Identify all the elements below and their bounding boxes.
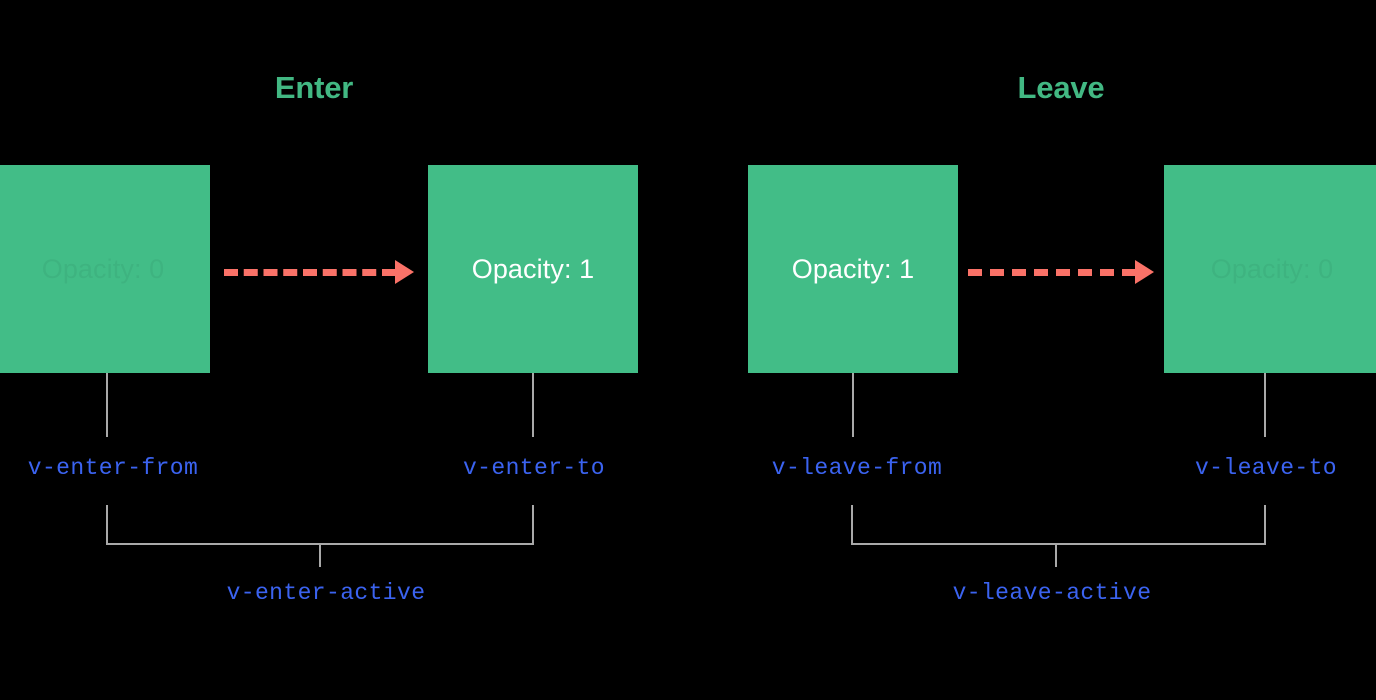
leave-arrow-head-icon <box>1135 260 1154 284</box>
enter-transition-arrow <box>224 260 414 284</box>
leave-to-connector-tick <box>1264 373 1266 437</box>
enter-section-title: Enter <box>274 70 354 105</box>
leave-section-title: Leave <box>1017 70 1105 105</box>
leave-arrow-line <box>968 268 1136 276</box>
leave-transition-arrow <box>968 260 1154 284</box>
leave-to-box: Opacity: 0 <box>1164 165 1376 373</box>
enter-arrow-line <box>224 268 396 276</box>
label-v-leave-from: v-leave-from <box>771 455 943 481</box>
leave-from-box-label: Opacity: 1 <box>791 253 915 284</box>
enter-active-bracket <box>106 505 534 545</box>
enter-arrow-head-icon <box>395 260 414 284</box>
label-v-enter-to: v-enter-to <box>462 455 606 481</box>
label-v-leave-active: v-leave-active <box>952 580 1152 606</box>
leave-to-box-label: Opacity: 0 <box>1210 253 1334 284</box>
enter-from-box-label: Opacity: 0 <box>41 253 165 284</box>
leave-active-bracket <box>851 505 1266 545</box>
label-v-leave-to: v-leave-to <box>1194 455 1338 481</box>
enter-active-connector-tick <box>319 545 321 567</box>
leave-from-connector-tick <box>852 373 854 437</box>
enter-from-connector-tick <box>106 373 108 437</box>
enter-to-connector-tick <box>532 373 534 437</box>
enter-from-box: Opacity: 0 <box>0 165 210 373</box>
leave-active-connector-tick <box>1055 545 1057 567</box>
label-v-enter-active: v-enter-active <box>226 580 426 606</box>
enter-to-box-label: Opacity: 1 <box>471 253 595 284</box>
leave-from-box: Opacity: 1 <box>748 165 958 373</box>
label-v-enter-from: v-enter-from <box>27 455 199 481</box>
enter-to-box: Opacity: 1 <box>428 165 638 373</box>
